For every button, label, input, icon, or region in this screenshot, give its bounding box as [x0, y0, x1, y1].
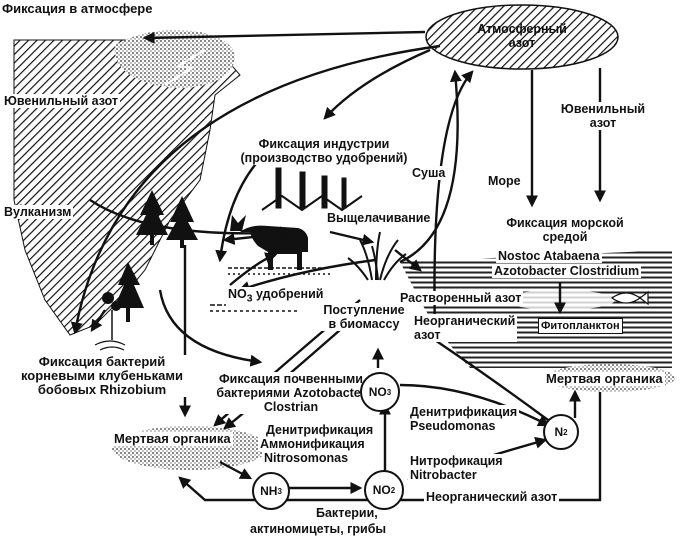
label-industry-fixation: Фиксация индустрии (производство удобрен… — [222, 137, 426, 165]
node-nh3-sub: 3 — [277, 486, 282, 496]
label-bacteria-fixation-line1: Фиксация бактерий — [38, 354, 166, 369]
grass-icon — [347, 231, 407, 281]
label-land: Суша — [410, 166, 448, 180]
label-fertilizer-prefix: NO — [228, 287, 247, 301]
label-biomass-line2: в биомассу — [328, 317, 400, 331]
label-inorganic-line2: азот — [414, 328, 441, 342]
label-biomass: Поступление в биомассу — [312, 303, 416, 331]
label-phytoplankton: Фитопланктон — [538, 318, 623, 334]
label-ammonification: Аммонификация — [258, 437, 367, 451]
label-atmospheric-nitrogen-line2: азот — [508, 36, 536, 50]
label-inorganic-bottom: Неорганический азот — [424, 490, 560, 504]
label-juvenile-right-line2: азот — [589, 116, 617, 130]
node-no3-sub: 3 — [386, 387, 392, 397]
label-nitrobacter: Nitrobacter — [410, 468, 477, 482]
label-marine-fixation-line2: средой — [542, 230, 588, 244]
label-actinomycetes: актиномицеты, грибы — [248, 522, 389, 536]
label-soil-fixation-line1: Фиксация почвенными — [219, 372, 363, 386]
node-no3-main: NO — [368, 385, 387, 399]
label-dead-organic-right: Мертвая органика — [544, 371, 665, 386]
node-no2-sub: 2 — [390, 485, 396, 495]
lightning-icon — [164, 49, 206, 86]
label-dead-organic-left: Мертвая органика — [112, 431, 233, 446]
label-bacteria-fixation-line2: корневыми клубеньками — [20, 368, 184, 383]
label-atmospheric-nitrogen: Атмосферный азот — [472, 22, 572, 50]
label-leaching: Выщелачивание — [325, 211, 433, 225]
label-juvenile-right: Ювенильный азот — [556, 102, 650, 130]
label-nitrofication-line1: Нитрофикация — [410, 454, 503, 468]
factory-icon — [261, 167, 363, 212]
label-soil-fixation: Фиксация почвенными бактериями Azotobact… — [214, 372, 368, 414]
node-n2-sub: 2 — [563, 427, 568, 437]
node-n2-main: N — [554, 425, 564, 439]
land-hatched-area — [13, 39, 241, 336]
label-soil-fixation-line3: Clostrian — [263, 400, 319, 414]
flow-arrows — [9, 30, 606, 502]
label-fertilizer-sub: 3 — [246, 293, 253, 305]
fish-icon — [610, 290, 649, 306]
label-juvenile-left: Ювенильный азот — [2, 94, 121, 108]
label-inorganic-nitrogen: Неорганический азот — [412, 314, 518, 342]
label-inorganic-line1: Неорганический — [414, 314, 516, 328]
label-volcanism: Вулканизм — [2, 205, 74, 219]
label-denit-pseudomonas-line2: Pseudomonas — [410, 419, 496, 433]
label-fertilizer: NO3 удобрений — [226, 287, 326, 307]
label-industry-line1: Фиксация индустрии — [258, 137, 390, 151]
label-nitrosomonas: Nitrosomonas — [262, 451, 351, 465]
label-denit-pseudomonas-line1: Денитрификация — [410, 405, 518, 419]
label-juvenile-right-line1: Ювенильный — [560, 102, 646, 116]
atmospheric-nitrogen-ellipse — [425, 4, 619, 70]
label-fertilizer-suffix: удобрений — [252, 287, 324, 301]
label-biomass-line1: Поступление — [323, 303, 405, 317]
label-dissolved-nitrogen: Растворенный азот — [398, 291, 524, 305]
atmosphere-cloud-left — [114, 30, 235, 88]
label-bacteria-fixation-line3: бобовых Rhizobium — [37, 382, 167, 397]
label-nostoc: Nostoc Atabaena — [496, 249, 602, 263]
label-bacteria: Бактерии, — [314, 506, 380, 520]
label-atmospheric-nitrogen-line1: Атмосферный — [477, 22, 567, 36]
label-bacteria-fixation: Фиксация бактерий корневыми клубеньками … — [0, 355, 204, 397]
label-denit-pseudomonas: Денитрификация Pseudomonas — [408, 405, 520, 433]
legume-plant-icon — [94, 292, 126, 351]
label-azotobacter-clostridium: Azotobacter Clostridium — [492, 264, 642, 278]
label-fixation-atmosphere: Фиксация в атмосфере — [2, 1, 153, 16]
label-soil-fixation-line2: бактериями Azotobacter — [216, 386, 366, 400]
node-nh3-main: NH — [260, 484, 278, 498]
label-marine-fixation: Фиксация морской средой — [488, 216, 642, 244]
cow-icon — [230, 215, 308, 270]
label-industry-line2: (производство удобрений) — [240, 151, 408, 165]
label-denit-left: Денитрификация — [264, 423, 376, 437]
label-marine-fixation-line1: Фиксация морской — [506, 216, 624, 230]
label-nitrofication: Нитрофикация Nitrobacter — [408, 454, 505, 482]
node-no2-main: NO — [372, 483, 391, 497]
label-sea: Море — [486, 174, 523, 188]
